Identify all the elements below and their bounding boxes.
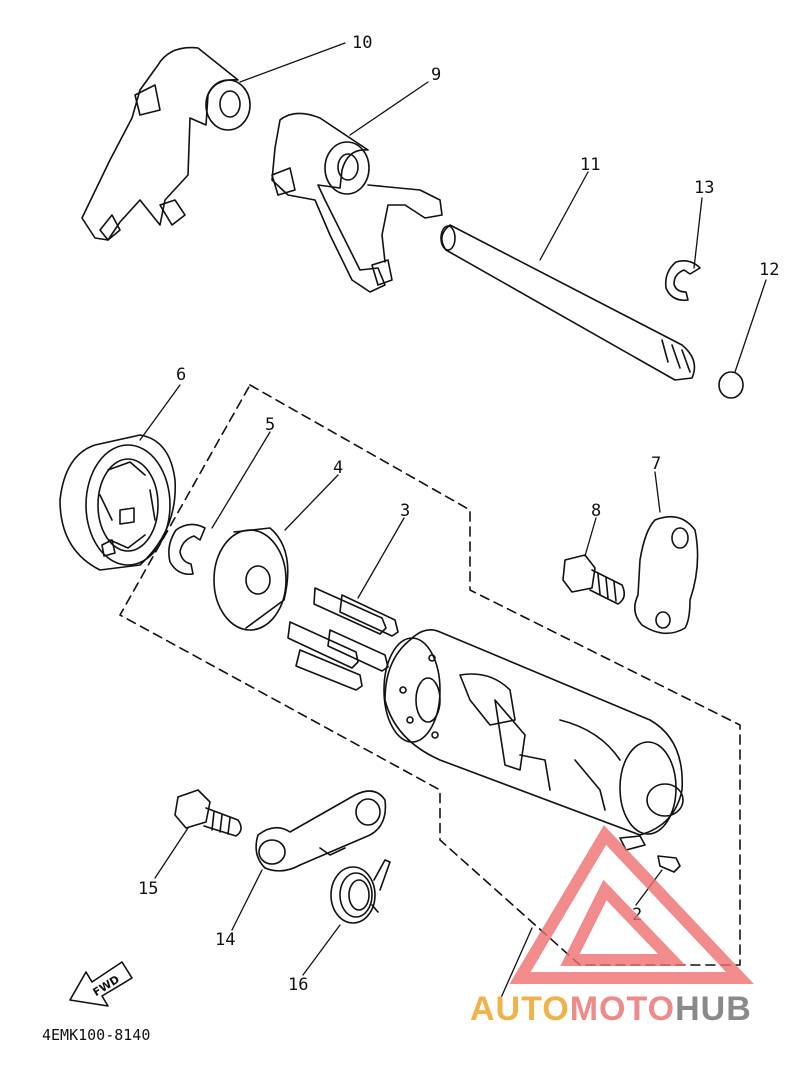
label-part-6: 6 xyxy=(176,365,186,385)
watermark-triangle xyxy=(509,825,754,984)
watermark-auto: AUTO xyxy=(470,990,570,1028)
shift-rod-11 xyxy=(440,224,696,381)
fwd-arrow-icon xyxy=(69,961,133,1007)
svg-text:AUTOMOTOHUB: AUTOMOTOHUB xyxy=(470,990,752,1028)
label-part-15: 15 xyxy=(138,879,158,899)
label-part-14: 14 xyxy=(215,930,235,950)
label-part-4: 4 xyxy=(333,458,343,478)
label-part-13: 13 xyxy=(694,178,714,198)
bolt-15 xyxy=(174,789,242,837)
bolt-8 xyxy=(562,554,626,605)
bearing-6 xyxy=(59,434,176,571)
stopper-plate-7 xyxy=(634,515,699,635)
washer-4 xyxy=(213,527,289,631)
assembly-dashed-outline xyxy=(119,384,741,966)
watermark-hub: HUB xyxy=(675,990,752,1028)
spring-16 xyxy=(330,859,391,924)
label-part-12: 12 xyxy=(759,260,779,280)
shift-drum xyxy=(383,629,684,836)
shift-fork-9 xyxy=(271,112,443,293)
label-part-10: 10 xyxy=(352,33,372,53)
dowel-pins-2 xyxy=(619,835,681,873)
fwd-label: FWD xyxy=(91,973,122,999)
label-part-16: 16 xyxy=(288,975,308,995)
watermark-moto: MOTO xyxy=(570,990,675,1028)
label-part-3: 3 xyxy=(400,501,410,521)
circlip-5 xyxy=(168,523,206,576)
watermark-logo: AUTOMOTOHUB xyxy=(470,825,754,1028)
label-part-7: 7 xyxy=(651,454,661,474)
label-part-11: 11 xyxy=(580,155,600,175)
catalog-code: 4EMK100-8140 xyxy=(42,1026,150,1044)
label-part-8: 8 xyxy=(591,501,601,521)
pins-3 xyxy=(287,587,399,691)
label-part-5: 5 xyxy=(265,415,275,435)
washer-12 xyxy=(718,371,744,399)
circlip-13 xyxy=(664,260,701,302)
label-part-9: 9 xyxy=(431,65,441,85)
shift-arm-14 xyxy=(255,790,387,872)
shift-fork-10 xyxy=(81,46,251,241)
leader-lines xyxy=(139,42,767,1001)
